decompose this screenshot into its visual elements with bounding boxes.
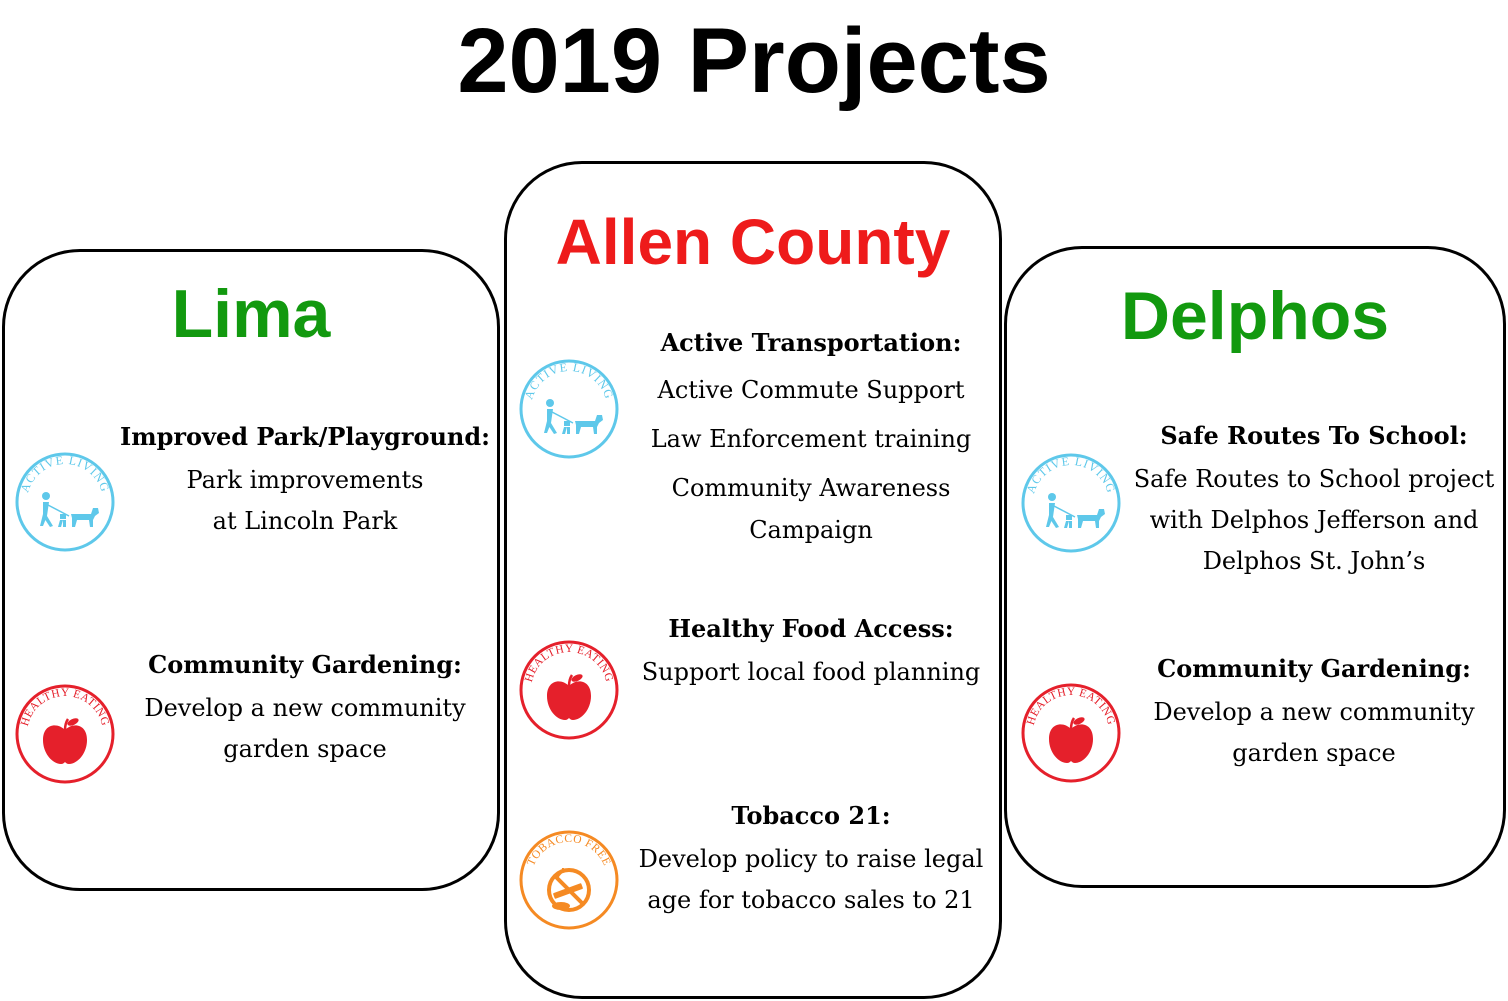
allen-section-transportation: Active Transportation: Active Commute Su…: [633, 328, 989, 547]
section-line: Support local food planning: [641, 658, 981, 686]
allen-section-tobacco: Tobacco 21: Develop policy to raise lega…: [633, 801, 989, 921]
section-line: age for tobacco sales to 21: [647, 886, 975, 914]
section-line: Safe Routes to School project: [1133, 465, 1495, 493]
section-heading: Community Gardening:: [1157, 654, 1471, 683]
lima-section-park: Improved Park/Playground: Park improveme…: [109, 422, 501, 542]
section-line: Develop a new community: [144, 694, 466, 722]
section-line: garden space: [1232, 739, 1396, 767]
lima-title: Lima: [171, 276, 331, 352]
section-line: at Lincoln Park: [212, 507, 398, 535]
section-line: Develop policy to raise legal: [638, 845, 984, 873]
section-line: Develop a new community: [1153, 698, 1475, 726]
section-line: Park improvements: [186, 466, 424, 494]
section-line: Active Commute Support: [657, 376, 965, 404]
section-line: Community Awareness: [671, 474, 951, 502]
active-living-icon: ACTIVE LIVING: [517, 357, 621, 461]
section-heading: Tobacco 21:: [731, 801, 891, 830]
section-heading: Healthy Food Access:: [668, 614, 954, 643]
section-heading: Community Gardening:: [148, 650, 462, 679]
page-title: 2019 Projects: [457, 10, 1051, 112]
section-heading: Improved Park/Playground:: [119, 422, 491, 451]
healthy-eating-icon: HEALTHY EATING: [517, 638, 621, 742]
section-line: with Delphos Jefferson and: [1149, 506, 1479, 534]
delphos-section-garden: Community Gardening: Develop a new commu…: [1123, 654, 1505, 774]
allen-section-food: Healthy Food Access: Support local food …: [633, 614, 989, 693]
active-living-icon: ACTIVE LIVING: [13, 450, 117, 554]
allen-county-card: Allen County ACTIVE LIVING Active Transp…: [504, 161, 1002, 999]
section-heading: Active Transportation:: [660, 328, 962, 357]
active-living-icon: ACTIVE LIVING: [1019, 451, 1123, 555]
healthy-eating-icon: HEALTHY EATING: [13, 682, 117, 786]
allen-county-title: Allen County: [555, 206, 951, 278]
section-line: Delphos St. John’s: [1202, 547, 1426, 575]
section-line: Law Enforcement training: [650, 425, 972, 453]
healthy-eating-icon: HEALTHY EATING: [1019, 681, 1123, 785]
tobacco-free-icon: TOBACCO FREE: [517, 828, 621, 932]
lima-card: Lima ACTIVE LIVING Improved Park/Playgro…: [2, 249, 500, 891]
section-line: garden space: [223, 735, 387, 763]
delphos-section-safe-routes: Safe Routes To School: Safe Routes to Sc…: [1123, 421, 1505, 582]
delphos-card: Delphos ACTIVE LIVING Safe Routes To Sch…: [1004, 246, 1506, 888]
section-heading: Safe Routes To School:: [1160, 421, 1468, 450]
section-line: Campaign: [749, 516, 873, 544]
delphos-title: Delphos: [1120, 278, 1390, 354]
lima-section-garden: Community Gardening: Develop a new commu…: [109, 650, 501, 770]
